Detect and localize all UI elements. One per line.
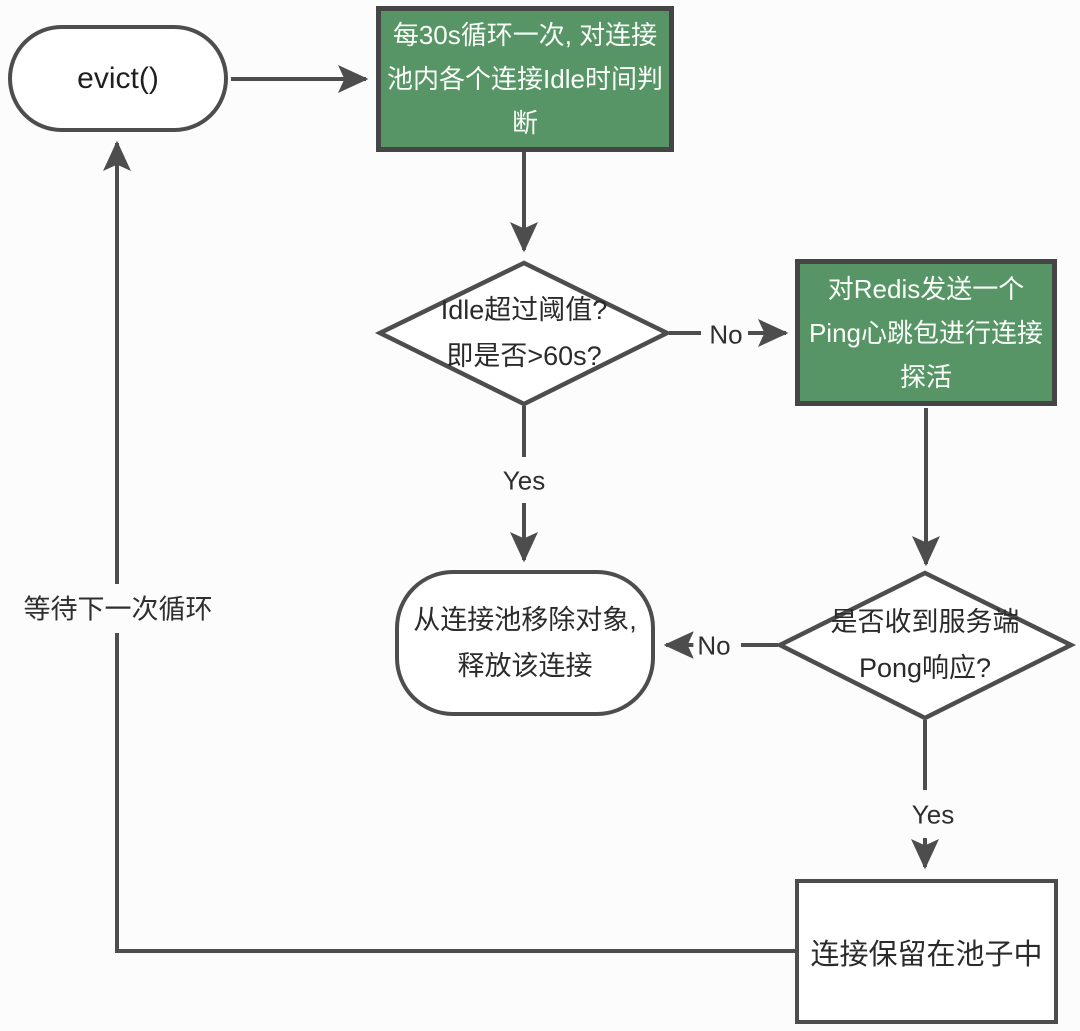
node-remove: 从连接池移除对象, 释放该连接 — [395, 570, 655, 716]
node-remove-line1: 从连接池移除对象, — [413, 605, 637, 635]
decision-pong-response — [774, 570, 1077, 721]
node-ping-line3: 探活 — [899, 361, 952, 392]
node-ping-line2: Ping心跳包进行连接 — [808, 317, 1044, 348]
node-evict: evict() — [8, 25, 228, 132]
node-keep: 连接保留在池子中 — [795, 879, 1058, 1024]
node-pong-text: 是否收到服务端 Pong响应? — [800, 599, 1050, 691]
edge-label-yes-mid: Yes — [498, 465, 550, 497]
node-idle-threshold-text: Idle超过阈值? 即是否>60s? — [393, 287, 655, 379]
edge-label-wait-next-loop: 等待下一次循环 — [19, 587, 217, 627]
decision-idle-threshold — [374, 260, 673, 407]
node-remove-line2: 释放该连接 — [457, 651, 593, 681]
node-keep-label: 连接保留在池子中 — [810, 938, 1043, 971]
edge-label-no-mid: No — [705, 319, 747, 351]
node-loop-check-line3: 断 — [511, 108, 538, 138]
edge-label-no-right: No — [693, 630, 735, 662]
edge-loopback-segment1 — [115, 633, 795, 953]
idle-threshold-line2: 即是否>60s? — [446, 341, 602, 371]
node-ping: 对Redis发送一个 Ping心跳包进行连接 探活 — [795, 259, 1057, 406]
node-loop-check-line1: 每30s循环一次, 对连接 — [392, 20, 658, 50]
pong-line2: Pong响应? — [858, 653, 992, 683]
node-evict-label: evict() — [77, 61, 159, 95]
node-ping-line1: 对Redis发送一个 — [827, 273, 1025, 304]
pong-line1: 是否收到服务端 — [830, 607, 1020, 637]
idle-threshold-line1: Idle超过阈值? — [440, 295, 608, 325]
node-loop-check-line2: 池内各个连接Idle时间判 — [387, 64, 663, 94]
edge-label-yes-right: Yes — [907, 799, 959, 831]
node-loop-check: 每30s循环一次, 对连接 池内各个连接Idle时间判 断 — [376, 6, 674, 152]
